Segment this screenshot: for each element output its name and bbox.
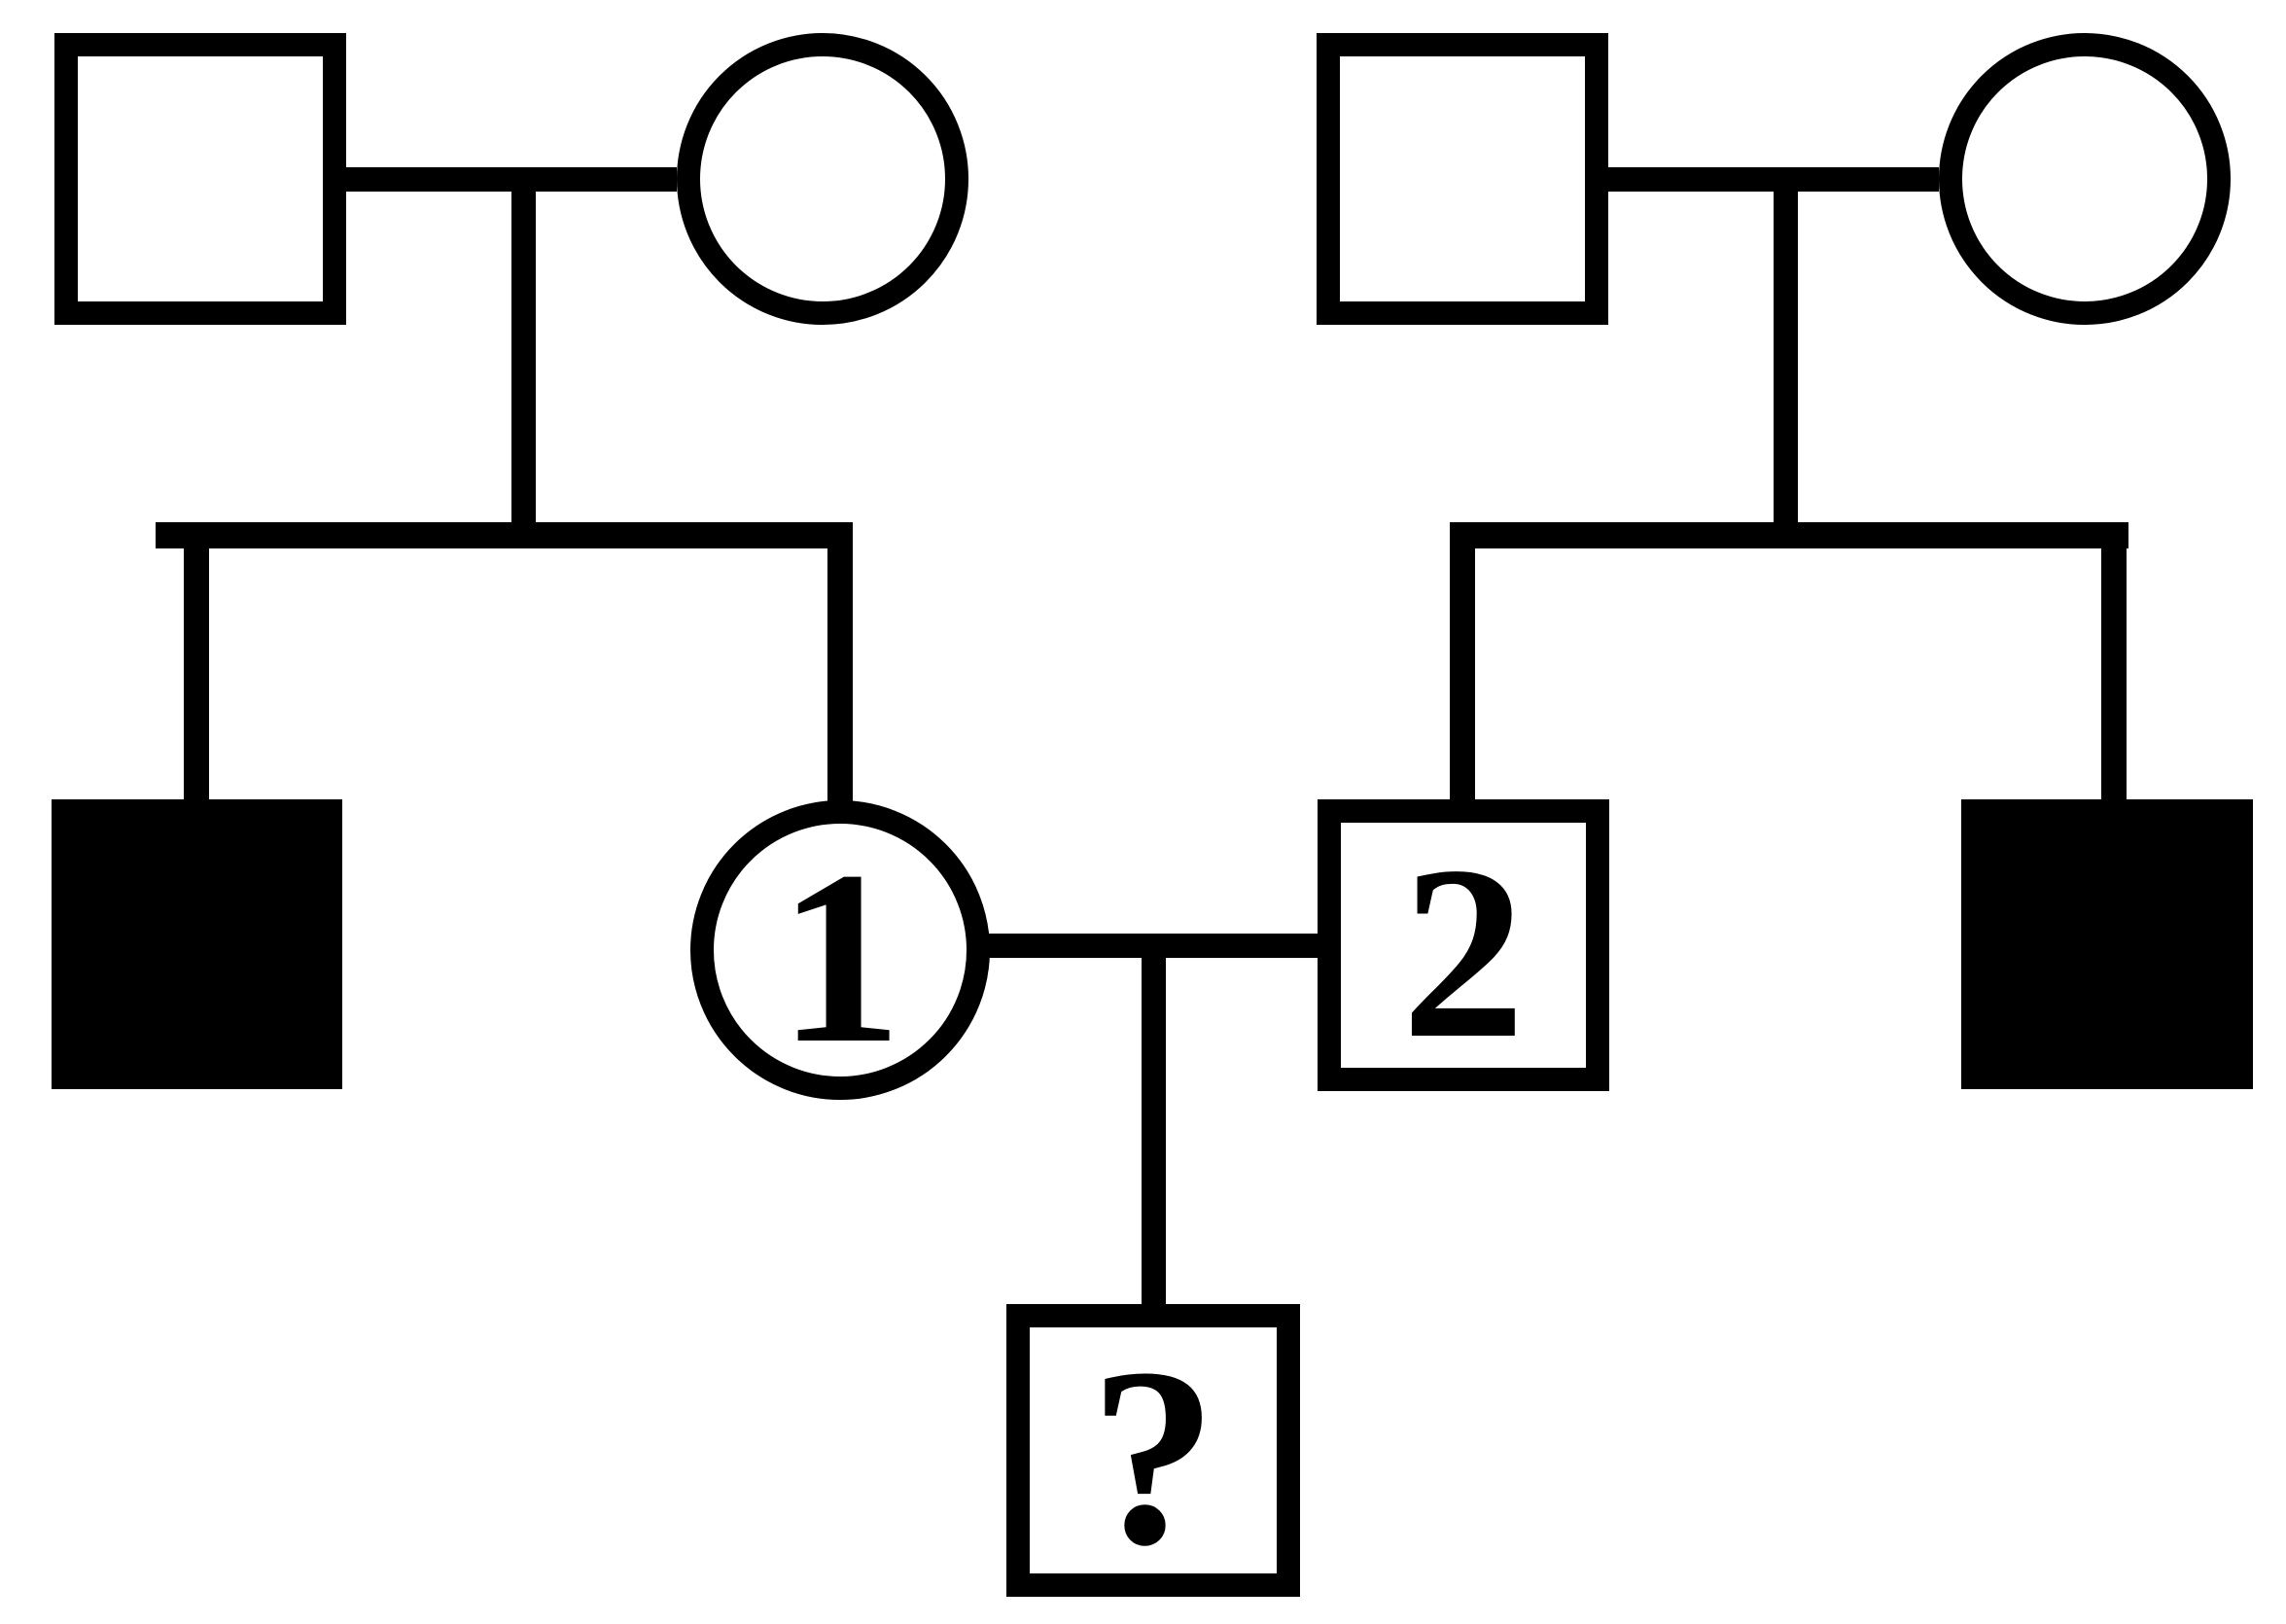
symbol-male-affected-ii4[interactable] xyxy=(1961,799,2253,1089)
symbol-male-unaffected-i1[interactable] xyxy=(54,33,346,325)
symbol-labels: 1 2 ? xyxy=(778,816,1526,1598)
mating-line-right xyxy=(1608,167,1939,192)
sibship-bar-left xyxy=(156,522,853,548)
symbol-male-unaffected-ii3[interactable] xyxy=(1318,799,1609,1091)
connector-lines xyxy=(156,167,2128,1318)
sibship-bar-right xyxy=(1458,522,2128,548)
descent-line-child xyxy=(1142,958,1166,1318)
generation-1 xyxy=(54,33,2231,325)
symbol-male-unknown-iii1[interactable] xyxy=(1006,1304,1300,1597)
descent-line-left xyxy=(511,192,536,527)
label-individual-1: 1 xyxy=(778,821,902,1095)
symbol-male-unaffected-i3[interactable] xyxy=(1317,33,1608,325)
sibling-drop-left-2 xyxy=(827,522,853,809)
mating-line-couple-1-2 xyxy=(982,934,1322,958)
label-individual-unknown: ? xyxy=(1090,1316,1217,1598)
mating-line-left xyxy=(346,167,677,192)
generation-2 xyxy=(52,799,2253,1100)
sibling-drop-left-1 xyxy=(184,522,209,804)
descent-line-right xyxy=(1774,192,1798,527)
label-individual-2: 2 xyxy=(1401,816,1526,1090)
sibling-drop-right-1 xyxy=(1450,522,1475,804)
sibling-drop-right-2 xyxy=(2101,522,2127,804)
symbol-female-unaffected-i4[interactable] xyxy=(1939,33,2231,325)
generation-3 xyxy=(1006,1304,1300,1597)
symbol-male-affected-ii1[interactable] xyxy=(52,799,342,1089)
symbol-female-unaffected-ii2[interactable] xyxy=(690,800,990,1100)
symbol-female-unaffected-i2[interactable] xyxy=(677,33,968,325)
